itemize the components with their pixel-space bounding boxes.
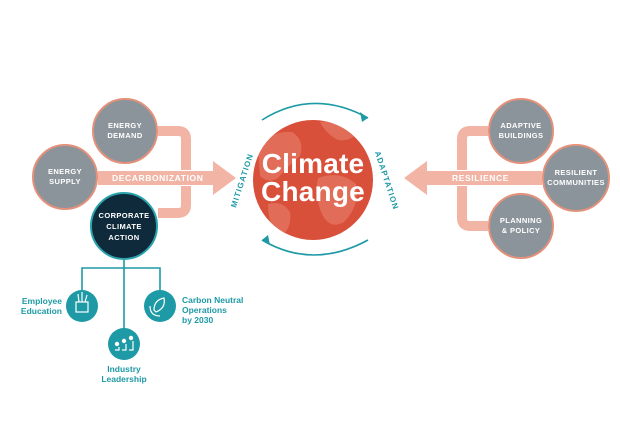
decarbonization-arrow-shaft (98, 171, 216, 185)
cycle-arrow-top (261, 102, 369, 121)
industry-leadership-label: Industry Leadership (101, 364, 147, 384)
globe-continents (258, 121, 360, 236)
corporate-connector (158, 186, 191, 218)
corporate-tree (81, 258, 161, 330)
pencil-cup-icon (75, 292, 89, 313)
resilience-arrow-shaft (424, 171, 542, 185)
carbon-neutral-label: Carbon Neutral Operations by 2030 (182, 295, 244, 325)
energy-demand-connector (158, 126, 191, 170)
leaf-cycle-icon (149, 297, 165, 317)
resilience-label: RESILIENCE (452, 173, 510, 183)
adaptive-buildings-connector (457, 126, 488, 170)
tree-branch-right (124, 267, 161, 290)
cycle-arrowhead-top (360, 112, 368, 122)
corporate-climate-action-node: CORPORATE CLIMATE ACTION (90, 192, 158, 260)
energy-demand-node: ENERGY DEMAND (92, 98, 158, 164)
energy-supply-node: ENERGY SUPPLY (32, 144, 98, 210)
people-growth-icon (114, 335, 134, 351)
left-connectors (158, 126, 191, 218)
employee-education-label: Employee Education (20, 296, 62, 316)
tree-branch-left (81, 267, 124, 290)
right-connectors (457, 126, 488, 231)
planning-connector (457, 186, 488, 231)
resilience-arrowhead (404, 161, 427, 195)
globe-title-line1: Climate (261, 148, 365, 179)
adaptive-buildings-node: ADAPTIVE BUILDINGS (488, 98, 554, 164)
cycle-arrowhead-bottom (262, 235, 270, 245)
globe-title-line2: Change (261, 176, 365, 207)
cycle-arrow-bottom (261, 239, 369, 256)
decarbonization-label: DECARBONIZATION (112, 173, 204, 183)
cycle-arrows (261, 102, 369, 256)
resilient-communities-node: RESILIENT COMMUNITIES (542, 144, 610, 212)
planning-policy-node: PLANNING & POLICY (488, 193, 554, 259)
decarbonization-arrowhead (213, 161, 236, 195)
